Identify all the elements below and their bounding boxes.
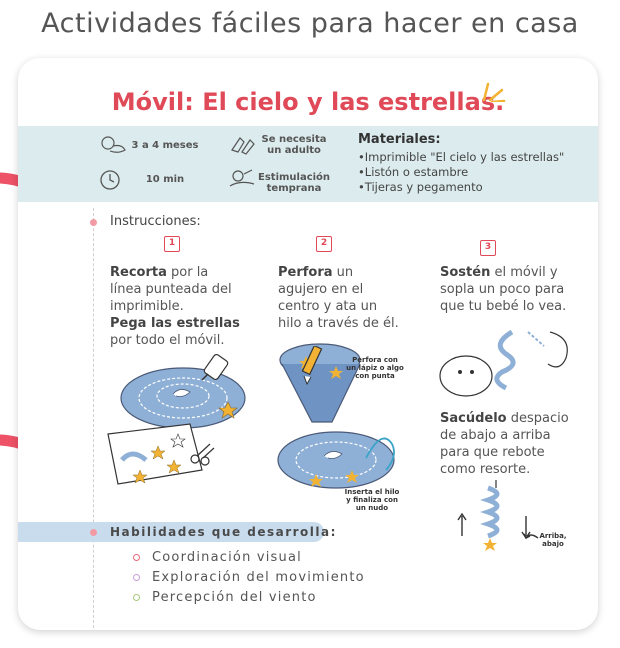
info-age: 3 a 4 meses [131, 140, 199, 151]
bouncing-mobile-illustration [457, 480, 531, 551]
step-1-number: 1 [164, 236, 180, 252]
materials-item-2: •Listón o estambre [358, 165, 469, 179]
note-arriba: Arriba, abajo [539, 532, 567, 548]
skills-bar [18, 522, 324, 542]
note-inserta: Inserta el hilo y finaliza con un nudo [344, 488, 400, 512]
hands-icon [231, 137, 255, 155]
materials-item-3: •Tijeras y pegamento [358, 180, 483, 194]
baby-and-mobile-illustration [439, 329, 568, 397]
step-3-text-a: Sostén el móvil y sopla un poco para que… [440, 265, 567, 314]
spiral-cutout-illustration [120, 367, 246, 429]
card-title: Móvil: El cielo y las estrellas. [111, 88, 505, 116]
printable-sheet-illustration [107, 423, 203, 485]
materials-heading: Materiales: [358, 132, 441, 147]
skills-heading: Habilidades que desarrolla: [110, 525, 337, 539]
materials-item-1: •Imprimible "El cielo y las estrellas" [358, 150, 565, 164]
note-perfora: Perfora con un lápiz o algo con punta [346, 356, 404, 380]
step-3-number: 3 [480, 240, 496, 256]
skill-item-3: Percepción del viento [133, 590, 317, 605]
page-title: Actividades fáciles para hacer en casa [41, 8, 579, 39]
step-3-text-b: Sacúdelo despacio de abajo a arriba para… [440, 411, 569, 477]
info-band: 3 a 4 meses Se necesita un adulto 10 min… [18, 126, 598, 202]
activity-card: Móvil: El cielo y las estrellas. 3 a 4 m… [18, 58, 598, 630]
scissors-icon [190, 443, 215, 466]
info-stimulation: Estimulación temprana [258, 172, 331, 194]
curved-arrow-icon [523, 533, 539, 539]
timeline-dashed-line [93, 208, 94, 628]
spiral-string-illustration [277, 431, 395, 489]
instructions-heading: Instrucciones: [110, 214, 201, 229]
skill-item-2: Exploración del movimiento [133, 570, 365, 585]
info-time: 10 min [145, 174, 185, 185]
sparkle-icon [482, 82, 506, 102]
pencil-icon [301, 346, 323, 386]
instructions-dot [90, 219, 97, 226]
info-adult: Se necesita un adulto [261, 134, 327, 156]
skill-item-1: Coordinación visual [133, 550, 302, 565]
step-2-text: Perfora un agujero en el centro y ata un… [278, 265, 399, 331]
step-2-number: 2 [316, 236, 332, 252]
glue-bottle-icon [201, 353, 229, 381]
baby-icon [101, 136, 126, 153]
step-1-text: Recorta por la línea punteada del imprim… [110, 265, 240, 348]
materials: Materiales: •Imprimible "El cielo y las … [358, 132, 564, 195]
clock-icon [100, 170, 120, 190]
skills-dot [90, 529, 97, 536]
baby-play-icon [229, 169, 255, 187]
